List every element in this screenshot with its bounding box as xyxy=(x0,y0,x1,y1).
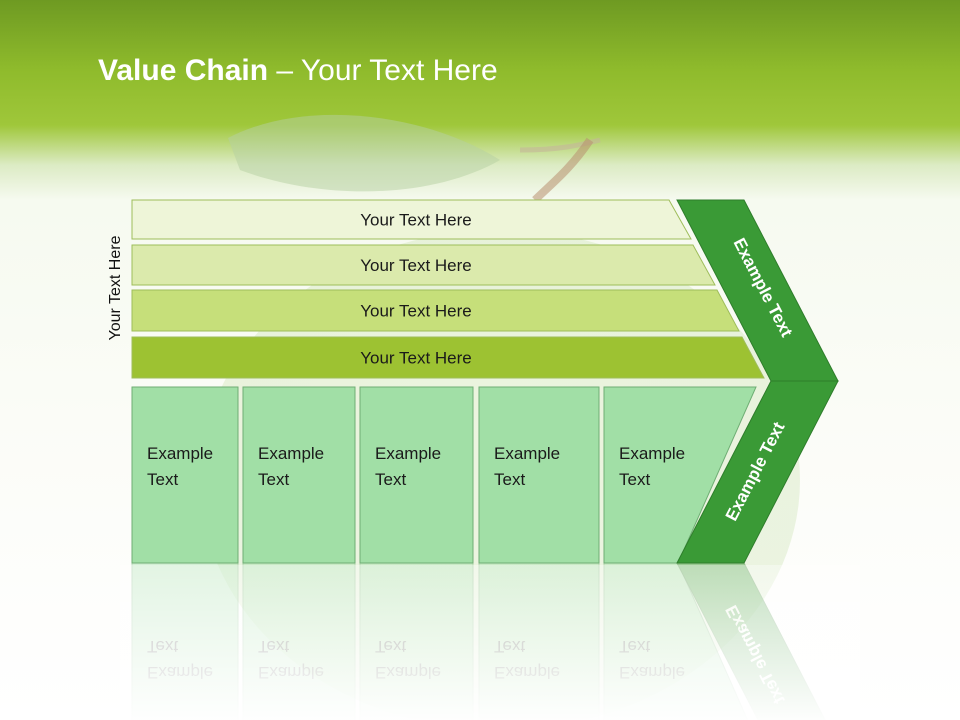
leaf-shape xyxy=(228,114,500,192)
margin-lower-arm xyxy=(676,380,839,564)
primary-box-line1: Example xyxy=(619,444,685,463)
support-row-4 xyxy=(131,336,765,379)
support-row-label: Your Text Here xyxy=(360,302,472,321)
primary-box-line2: Text xyxy=(619,470,650,489)
primary-box-shape xyxy=(131,386,239,564)
primary-box-line1: Example xyxy=(147,444,213,463)
slide-title: Value Chain – Your Text Here xyxy=(98,54,498,88)
reflection-fade xyxy=(120,565,860,720)
primary-box-line2: Text xyxy=(147,470,178,489)
stem-shape xyxy=(532,137,594,203)
primary-box-line1: Example xyxy=(258,444,324,463)
primary-box-line2: Text xyxy=(258,470,289,489)
support-row-label: Your Text Here xyxy=(360,211,472,230)
support-row-1 xyxy=(131,199,692,240)
support-row-2 xyxy=(131,244,716,286)
primary-box-shape xyxy=(478,386,600,564)
title-rest: – Your Text Here xyxy=(268,54,498,87)
support-row-label: Your Text Here xyxy=(360,256,472,275)
title-bold: Value Chain xyxy=(98,54,269,87)
primary-box-line2: Text xyxy=(375,470,406,489)
primary-box-shape xyxy=(242,386,356,564)
primary-box-shape xyxy=(359,386,474,564)
support-row-label: Your Text Here xyxy=(360,349,472,368)
primary-box-line1: Example xyxy=(494,444,560,463)
primary-box-line2: Text xyxy=(494,470,525,489)
primary-box-line1: Example xyxy=(375,444,441,463)
support-row-3 xyxy=(131,289,740,332)
